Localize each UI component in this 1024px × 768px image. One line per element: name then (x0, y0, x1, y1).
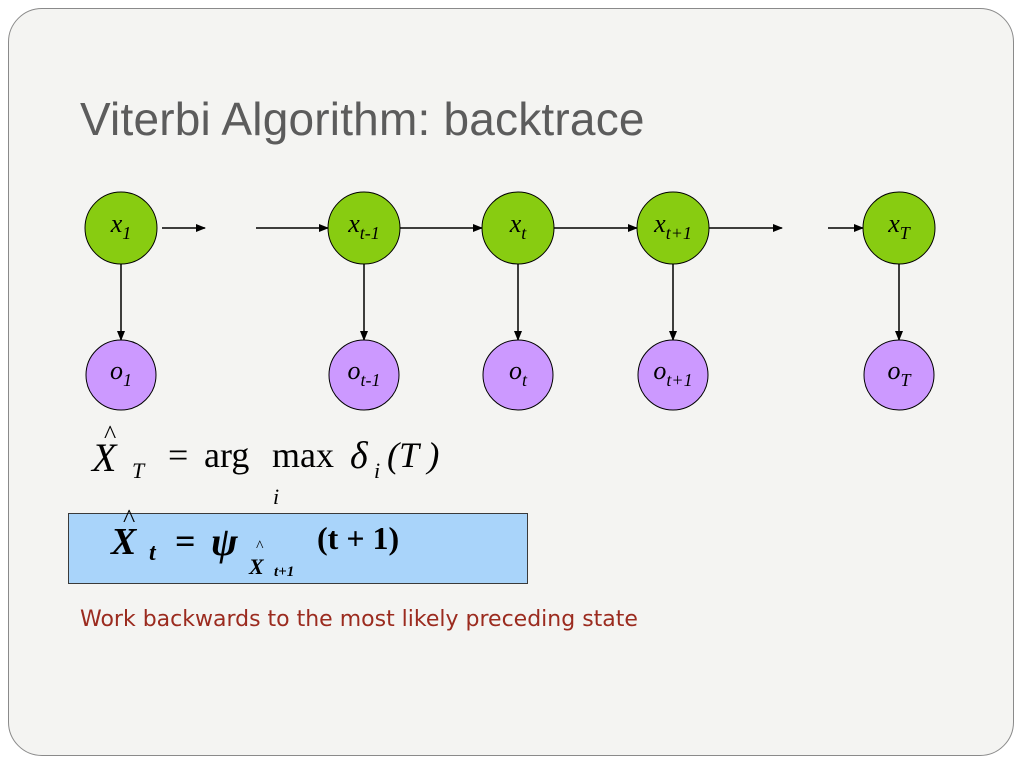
observation-sub: T (900, 370, 912, 390)
state-label: x (887, 209, 900, 238)
observation-node-o-T: oT (863, 339, 935, 411)
state-sub: t-1 (360, 223, 380, 243)
observation-node-o-tp1: ot+1 (637, 339, 709, 411)
caption-text: Work backwards to the most likely preced… (80, 607, 638, 632)
observation-label: o (887, 356, 900, 385)
state-sub: t+1 (666, 223, 692, 243)
observation-sub: t (522, 370, 528, 390)
svg-text:ot-1: ot-1 (348, 356, 381, 390)
formula-arg-paren: (t + 1) (317, 520, 400, 556)
observation-sub: t+1 (666, 370, 692, 390)
formula-psi-sub-sub: t+1 (274, 564, 295, 580)
svg-text:oT: oT (887, 356, 912, 390)
formula-argmax: ^ X T = arg max i δ i (T ) (92, 420, 512, 512)
formula-equals: = (168, 435, 189, 475)
svg-text:ot+1: ot+1 (653, 356, 692, 390)
formula-lhs-sub: t (149, 540, 156, 566)
svg-text:xT: xT (887, 209, 912, 243)
observation-sub: 1 (123, 370, 132, 390)
hat-symbol: ^ (123, 504, 136, 533)
state-node-x-tp1: xt+1 (636, 191, 710, 265)
state-label: x (509, 209, 522, 238)
state-label: x (347, 209, 360, 238)
formula-backtrace: ^ X t = ψ ^ X t+1 (t + 1) (69, 504, 529, 585)
observation-node-o-tm1: ot-1 (328, 339, 400, 411)
observation-sub: t-1 (361, 370, 381, 390)
hat-symbol: ^ (256, 538, 264, 555)
formula-psi: ψ (211, 519, 238, 564)
observation-label: o (110, 356, 123, 385)
observation-node-o-t: ot (482, 339, 554, 411)
formula-arg: arg (204, 435, 250, 475)
slide-title: Viterbi Algorithm: backtrace (80, 93, 645, 145)
formula-max: max (272, 435, 334, 475)
state-sub: T (900, 223, 912, 243)
state-node-x1: x1 (84, 191, 158, 265)
formula-delta-sub: i (374, 458, 381, 483)
observation-label: o (348, 356, 361, 385)
hat-symbol: ^ (104, 420, 117, 449)
formula-max-sub: i (273, 484, 280, 509)
formula-box: ^ X t = ψ ^ X t+1 (t + 1) (68, 504, 529, 585)
state-node-x-T: xT (862, 191, 936, 265)
formula-equals: = (175, 521, 196, 561)
observation-node-o1: o1 (85, 339, 157, 411)
formula-arg-paren: (T ) (387, 435, 440, 475)
formula-psi-sub-base: X (249, 554, 264, 579)
state-sub: t (521, 223, 527, 243)
formula-lhs-sub: T (132, 458, 145, 483)
svg-text:ot: ot (509, 356, 528, 390)
observation-label: o (653, 356, 666, 385)
state-node-x-t: xt (481, 191, 555, 265)
svg-text:xt-1: xt-1 (347, 209, 380, 243)
state-node-x-tm1: xt-1 (327, 191, 401, 265)
svg-text:xt+1: xt+1 (653, 209, 692, 243)
formula-delta: δ (350, 435, 368, 477)
state-label: x (653, 209, 666, 238)
svg-text:xt: xt (509, 209, 528, 243)
svg-text:x1: x1 (110, 209, 132, 243)
state-sub: 1 (122, 223, 131, 243)
observation-label: o (509, 356, 522, 385)
formula-lhs-base: X (92, 435, 117, 480)
formula-lhs-base: X (111, 521, 137, 563)
state-label: x (110, 209, 123, 238)
svg-text:o1: o1 (110, 356, 132, 390)
